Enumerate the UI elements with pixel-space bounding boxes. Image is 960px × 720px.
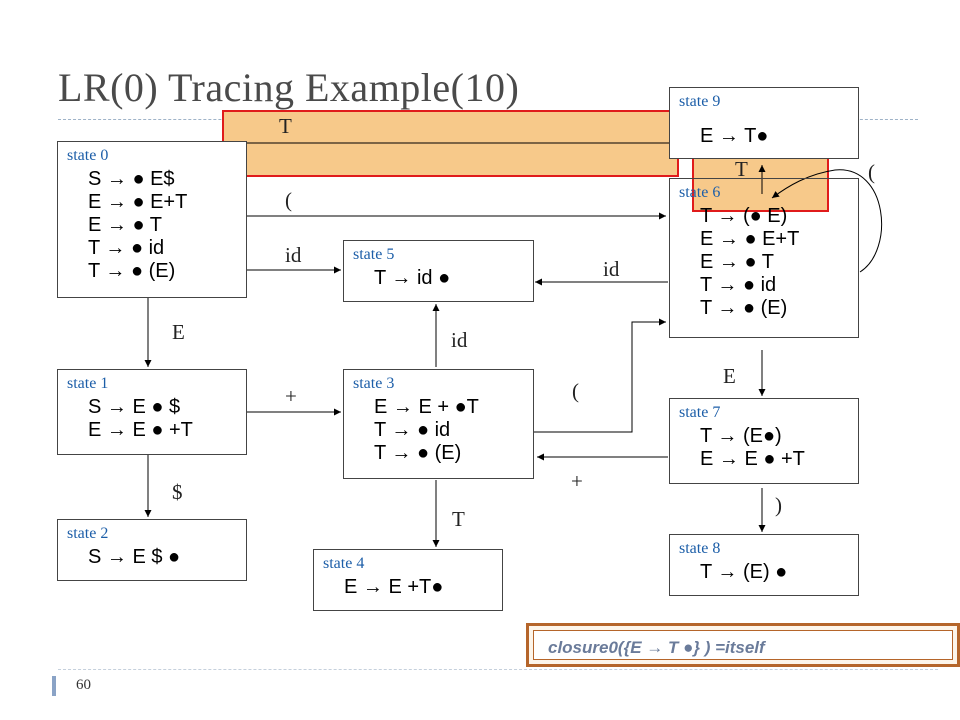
production-list: E → E +T● (344, 576, 443, 599)
closure-note-box: closure0({E → T ●} ) =itself (526, 623, 960, 667)
state-name: state 4 (323, 555, 365, 572)
production: S → E ● $ (88, 396, 181, 418)
state-5-box: state 5 T → id ● (343, 240, 534, 302)
production: T → (E) ● (700, 561, 788, 583)
production: E → ● T (88, 214, 162, 236)
production: S → E $ ● (88, 546, 181, 568)
state-name: state 8 (679, 540, 721, 557)
production: T → ● id (700, 274, 777, 296)
state-1-box: state 1 S → E ● $ E → E ● +T (57, 369, 247, 455)
state-name: state 3 (353, 375, 395, 392)
production: E → E + ●T (374, 396, 479, 418)
production: E → E ● +T (88, 419, 193, 441)
page-marker (52, 676, 56, 696)
label-s7-s3: + (571, 469, 583, 493)
footer-divider (58, 669, 938, 670)
production: T → ● (E) (88, 260, 176, 282)
label-s6-s5: id (603, 257, 620, 281)
label-s0-s6: ( (285, 188, 292, 212)
label-s6-s6: ( (868, 160, 875, 184)
closure-note-inner: closure0({E → T ●} ) =itself (533, 630, 953, 660)
production: E → E +T● (344, 576, 444, 598)
closure-note-text: closure0({E → T ●} ) =itself (548, 638, 765, 657)
production: E → ● T (700, 251, 774, 273)
label-s0-s1: E (172, 320, 185, 344)
state-name: state 9 (679, 93, 721, 110)
production: T → ● id (374, 419, 451, 441)
production-list: T → id ● (374, 267, 450, 290)
label-s1-s3: + (285, 384, 297, 408)
production-list: S → ● E$ E → ● E+T E → ● T T → ● id T → … (88, 168, 187, 283)
label-s1-s2: $ (172, 480, 183, 504)
label-s7-s8: ) (775, 493, 782, 517)
production-list: T → (E●) E → E ● +T (700, 425, 805, 471)
state-7-box: state 7 T → (E●) E → E ● +T (669, 398, 859, 484)
state-8-box: state 8 T → (E) ● (669, 534, 859, 596)
production-list: S → E $ ● (88, 546, 180, 569)
production-list: S → E ● $ E → E ● +T (88, 396, 193, 442)
state-9-box: state 9 E → T● (669, 87, 859, 159)
production: E → T● (700, 125, 769, 147)
production: T → (● E) (700, 205, 788, 227)
production: E → ● E+T (88, 191, 188, 213)
production: T → ● (E) (700, 297, 788, 319)
state-name: state 5 (353, 246, 395, 263)
label-s3-s4: T (452, 507, 465, 531)
state-name: state 0 (67, 147, 109, 164)
production: T → ● id (88, 237, 165, 259)
production: E → E ● +T (700, 448, 805, 470)
slide-title: LR(0) Tracing Example(10) (58, 65, 520, 110)
label-s3-s6: ( (572, 379, 579, 403)
production: T → id ● (374, 267, 451, 289)
production-list: T → (● E) E → ● E+T E → ● T T → ● id T →… (700, 205, 799, 320)
label-s3-s5: id (451, 328, 468, 352)
label-s0-s5: id (285, 243, 302, 267)
edge-s3-s6 (534, 318, 666, 433)
state-name: state 6 (679, 184, 721, 201)
production: T → (E●) (700, 425, 782, 447)
state-name: state 1 (67, 375, 109, 392)
label-s6-s7: E (723, 364, 736, 388)
state-4-box: state 4 E → E +T● (313, 549, 503, 611)
state-2-box: state 2 S → E $ ● (57, 519, 247, 581)
state-name: state 7 (679, 404, 721, 421)
production: T → ● (E) (374, 442, 462, 464)
edge-s6-s6 (771, 169, 883, 273)
page-number: 60 (76, 677, 91, 693)
production-list: E → E + ●T T → ● id T → ● (E) (374, 396, 479, 465)
state-3-box: state 3 E → E + ●T T → ● id T → ● (E) (343, 369, 534, 479)
state-0-box: state 0 S → ● E$ E → ● E+T E → ● T T → ●… (57, 141, 247, 298)
production-list: T → (E) ● (700, 561, 787, 584)
production-list: E → T● (700, 125, 768, 148)
production: S → ● E$ (88, 168, 175, 190)
production: E → ● E+T (700, 228, 800, 250)
label-s6-s9: T (735, 157, 748, 181)
state-name: state 2 (67, 525, 109, 542)
state-6-box: state 6 T → (● E) E → ● E+T E → ● T T → … (669, 178, 859, 338)
label-s0-s9: T (279, 114, 292, 138)
